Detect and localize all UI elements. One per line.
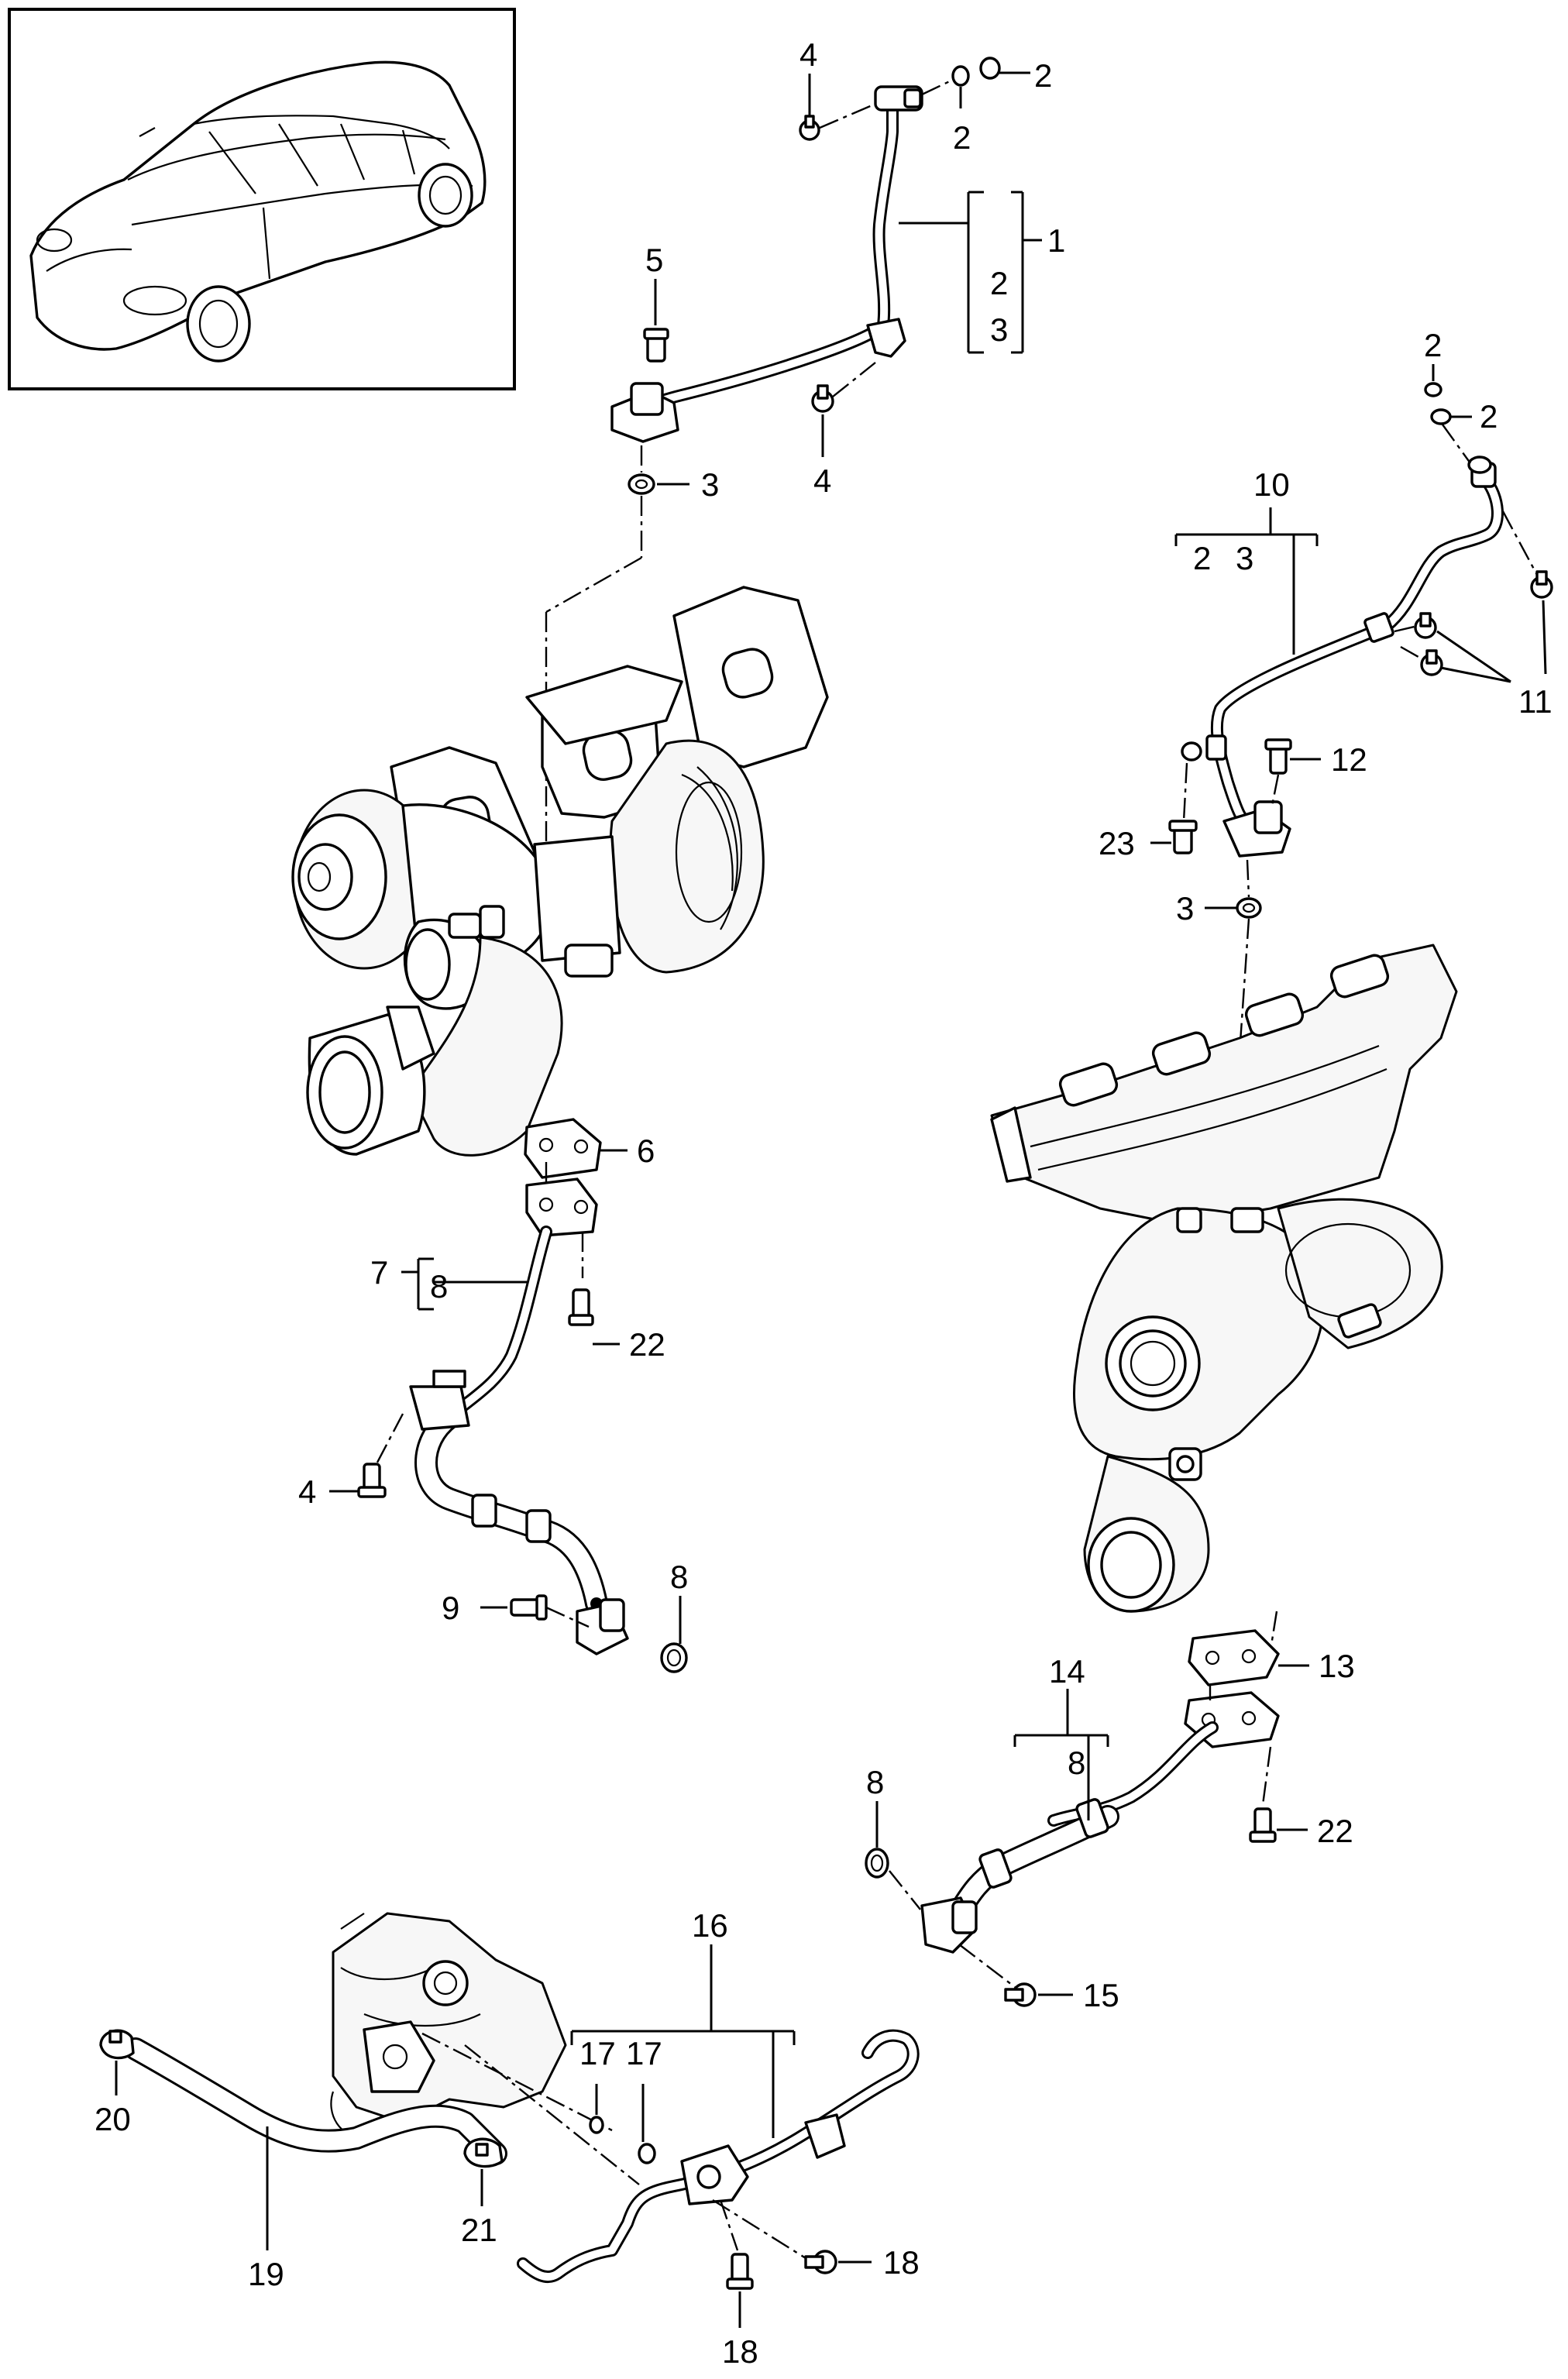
callout-5: 5 bbox=[645, 242, 663, 278]
oil-feed-line-upper bbox=[610, 85, 923, 443]
callout-2: 2 bbox=[1034, 57, 1052, 94]
turbocharger-right bbox=[990, 944, 1458, 1613]
callout-3: 3 bbox=[990, 311, 1008, 348]
vehicle-inset bbox=[8, 8, 516, 390]
callout-3: 3 bbox=[1176, 890, 1194, 927]
turbocharger-left bbox=[291, 586, 829, 1157]
oil-return-line-left bbox=[357, 1118, 688, 1673]
callout-14: 14 bbox=[1049, 1653, 1085, 1690]
callout-20: 20 bbox=[95, 2101, 131, 2137]
callout-10: 10 bbox=[1253, 466, 1290, 503]
callout-2: 2 bbox=[1480, 398, 1498, 435]
callout-4: 4 bbox=[799, 36, 817, 73]
callout-7: 7 bbox=[370, 1254, 388, 1291]
callout-3: 3 bbox=[701, 466, 719, 503]
callout-8: 8 bbox=[670, 1559, 688, 1595]
callout-numbers: 1 2 2 2 3 3 4 4 5 2 2 10 2 3 11 12 23 3 … bbox=[95, 36, 1553, 2370]
callout-1: 1 bbox=[1047, 222, 1065, 259]
callout-17: 17 bbox=[579, 2035, 616, 2071]
callout-9: 9 bbox=[442, 1590, 459, 1626]
callout-4: 4 bbox=[813, 462, 831, 499]
callout-2: 2 bbox=[990, 265, 1008, 301]
callout-17: 17 bbox=[626, 2035, 662, 2071]
leader-lines bbox=[115, 71, 1547, 2328]
callout-23: 23 bbox=[1099, 825, 1135, 861]
callout-12: 12 bbox=[1331, 741, 1367, 778]
callout-15: 15 bbox=[1083, 1977, 1119, 2013]
callout-8: 8 bbox=[430, 1268, 448, 1305]
callout-18: 18 bbox=[883, 2244, 920, 2281]
callout-3: 3 bbox=[1236, 540, 1253, 576]
callout-19: 19 bbox=[248, 2256, 284, 2292]
callout-18: 18 bbox=[722, 2333, 758, 2370]
callout-22: 22 bbox=[1317, 1813, 1353, 1849]
callout-16: 16 bbox=[692, 1907, 728, 1944]
bolt-washer-group-top bbox=[545, 57, 1001, 891]
callout-21: 21 bbox=[461, 2212, 497, 2248]
oil-return-line-right bbox=[865, 1611, 1280, 2007]
callout-22: 22 bbox=[629, 1326, 665, 1363]
callout-2: 2 bbox=[953, 119, 971, 156]
callout-8: 8 bbox=[866, 1764, 884, 1800]
callout-8: 8 bbox=[1068, 1745, 1085, 1781]
callout-6: 6 bbox=[637, 1133, 655, 1169]
callout-2: 2 bbox=[1424, 327, 1442, 363]
callout-2: 2 bbox=[1193, 540, 1211, 576]
callout-13: 13 bbox=[1319, 1648, 1355, 1684]
oil-feed-line-right bbox=[1168, 382, 1553, 1279]
bracket-and-coolant-line bbox=[99, 1912, 920, 2290]
callout-4: 4 bbox=[298, 1473, 316, 1510]
callout-11: 11 bbox=[1518, 683, 1553, 720]
